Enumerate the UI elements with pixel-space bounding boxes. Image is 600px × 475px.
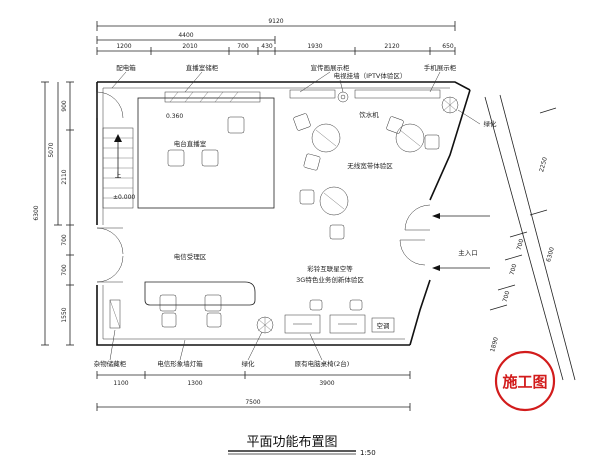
dim-left-seg-2: 2110: [61, 169, 68, 184]
dim-right-seg-2: 700: [516, 238, 526, 251]
dim-left-seg-5: 1550: [61, 307, 68, 322]
live-room: 0.360 电台直播室: [137, 91, 275, 209]
construction-stamp: 施工图: [494, 350, 556, 412]
bottom-labels: 杂物储藏柜 电信形象墙灯箱 绿化 原有电脑桌椅(2台): [94, 329, 350, 368]
dim-top-seg-2: 2010: [182, 43, 197, 50]
dim-overall-top: 9120: [268, 18, 283, 25]
label-green-bottom: 绿化: [242, 359, 256, 368]
label-wireless-area: 无线宽带体验区: [347, 161, 393, 170]
dim-left-seg-1: 900: [61, 100, 68, 112]
label-tv-wall: 电视挂墙（IPTV体验区）: [334, 71, 407, 80]
label-aircon: 空调: [377, 321, 390, 330]
label-exp-area-1: 彩铃互联星空等: [307, 264, 353, 273]
dim-right-seg-4: 700: [502, 290, 512, 303]
plant-bottom: [256, 316, 274, 334]
dim-right-seg-1: 2250: [538, 156, 549, 173]
dim-top-seg-5: 1930: [307, 43, 322, 50]
label-dist-cabinet: 配电箱: [116, 63, 136, 72]
label-green-top: 绿化: [484, 119, 498, 128]
drawing-title: 平面功能布置图: [246, 435, 337, 450]
dim-bottom-total: 7500: [245, 399, 260, 406]
right-dimensions: 2250 700 700 700 1890 6300: [484, 94, 576, 381]
drawing-scale: 1:50: [360, 449, 376, 457]
dim-left-total: 6300: [33, 205, 40, 220]
dim-top-seg-3: 700: [237, 43, 249, 50]
label-promo-wall: 宣传画展示柜: [311, 63, 351, 72]
label-telecom-counter: 电信形象墙灯箱: [157, 359, 203, 368]
bottom-dimensions: 1100 1300 3900 7500: [96, 371, 411, 411]
dim-left-seg-4: 700: [61, 264, 68, 276]
plant-top: [441, 96, 459, 114]
dim-left-seg-3: 700: [61, 234, 68, 246]
top-dimensions: 9120 4400 1200 2010 700 430 1930 2120 65…: [96, 18, 456, 55]
stair-up-label: 上: [115, 170, 122, 179]
dim-bottom-seg-2: 1300: [187, 380, 202, 387]
left-dimensions: 6300 5070 900 2110 700 700 1550: [33, 81, 74, 346]
label-exp-area-2: 3G特色业务创新体验区: [296, 275, 364, 284]
stamp-text: 施工图: [502, 373, 547, 391]
dim-right-seg-3: 700: [509, 263, 519, 276]
dim-bottom-seg-1: 1100: [113, 380, 128, 387]
dim-top-sub: 4400: [178, 32, 193, 39]
dim-left-sub: 5070: [48, 142, 55, 157]
label-water-dispenser: 饮水机: [359, 110, 379, 119]
live-room-label: 电台直播室: [174, 139, 207, 148]
main-entrance: 主入口: [399, 204, 490, 271]
top-labels: 配电箱 直播室储柜 宣传画展示柜 电视挂墙（IPTV体验区） 手机展示柜: [111, 63, 457, 93]
label-storage: 杂物储藏柜: [94, 359, 127, 368]
label-pc-table: 原有电脑桌椅(2台): [295, 359, 350, 368]
elevation-0000: ±0.000: [113, 194, 135, 201]
dim-right-total: 6300: [545, 246, 556, 263]
dim-right-seg-5: 1890: [489, 336, 500, 353]
label-telecom-area: 电信受理区: [174, 252, 207, 261]
dim-top-seg-6: 2120: [384, 43, 399, 50]
label-main-entry: 主入口: [458, 248, 478, 257]
outer-walls: [96, 81, 471, 346]
left-doors: [96, 91, 124, 283]
label-phone-cabinet: 手机展示柜: [424, 63, 457, 72]
stair: 上 ±0.000: [102, 127, 135, 209]
elevation-0360: 0.360: [166, 113, 183, 120]
exp-3g-area: 彩铃互联星空等 3G特色业务创新体验区 空调: [284, 264, 395, 334]
dim-top-seg-4: 430: [261, 43, 273, 50]
dim-top-seg-7: 650: [442, 43, 454, 50]
promo-strip: [289, 89, 441, 103]
dim-top-seg-1: 1200: [116, 43, 131, 50]
label-live-cabinet: 直播室储柜: [186, 63, 219, 72]
title-block: 平面功能布置图 1:50: [228, 435, 376, 457]
dim-bottom-seg-3: 3900: [319, 380, 334, 387]
telecom-area: 电信受理区: [109, 252, 256, 329]
wireless-area: 饮水机 无线宽带体验区: [293, 110, 440, 240]
